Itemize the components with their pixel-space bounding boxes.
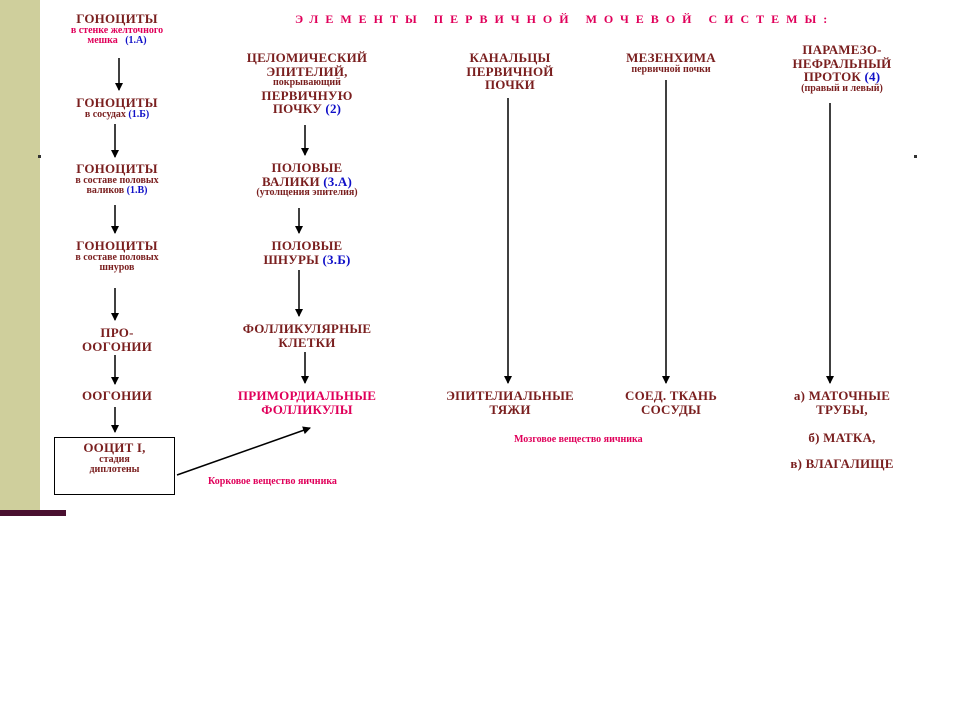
node-ref: (2) <box>325 101 342 117</box>
node-subtitle: в составе половых <box>75 174 159 186</box>
col5-derivative-vagina: в) ВЛАГАЛИЩЕ <box>790 456 894 471</box>
oocyte-label: ООЦИТ I, стадия диплотены <box>83 440 146 476</box>
node-ref: (1.Б) <box>128 108 150 120</box>
col4-connective-tissue: СОЕД. ТКАНЬ СОСУДЫ <box>624 388 717 417</box>
col3-epithelial-cords: ЭПИТЕЛИАЛЬНЫЕ ТЯЖИ <box>446 388 574 417</box>
col1-gonocytes-cords: ГОНОЦИТЫ в составе половых шнуров <box>42 239 192 274</box>
col2-follicular-cells: ФОЛЛИКУЛЯРНЫЕ КЛЕТКИ <box>242 321 372 350</box>
col5-derivative-uterus: б) МАТКА, <box>808 430 876 445</box>
node-subtitle: шнуров <box>99 262 135 274</box>
node-title: ГОНОЦИТЫ <box>76 238 158 253</box>
slide-dot-left <box>38 155 41 158</box>
medulla-region-label: Мозговое вещество яичника <box>514 434 643 445</box>
oocyte-box <box>54 437 175 495</box>
arrow-oocyte-to-follicles <box>176 426 311 476</box>
node-ref: (1.В) <box>126 185 148 197</box>
diagram-panel <box>41 10 912 496</box>
node-title: ГОНОЦИТЫ <box>76 11 158 26</box>
node-ref: (4) <box>864 69 881 85</box>
slide-sidebar <box>0 0 40 512</box>
col2-genital-ridges: ПОЛОВЫЕ ВАЛИКИ (3.А) (утолщения эпителия… <box>256 160 358 199</box>
node-title: ГОНОЦИТЫ <box>76 95 158 110</box>
diagram-header: ЭЛЕМЕНТЫ ПЕРВИЧНОЙ МОЧЕВОЙ СИСТЕМЫ: <box>295 12 835 26</box>
node-subtitle: в стенке желточного <box>70 24 164 36</box>
node-subtitle: в сосудах <box>84 108 126 120</box>
col2-sex-cords: ПОЛОВЫЕ ШНУРЫ (3.Б) <box>263 238 351 267</box>
col2-coelomic-epithelium: ЦЕЛОМИЧЕСКИЙ ЭПИТЕЛИЙ, покрывающий ПЕРВИ… <box>246 50 368 117</box>
col1-oogonia: ООГОНИИ <box>81 388 153 403</box>
col1-gonocytes-vessels: ГОНОЦИТЫ в сосудах (1.Б) <box>42 96 192 120</box>
node-ref: (1.А) <box>125 35 147 47</box>
node-title: ГОНОЦИТЫ <box>76 161 158 176</box>
col5-paramesonephric-duct: ПАРАМЕЗО- НЕФРАЛЬНЫЙ ПРОТОК (4) (правый … <box>792 42 892 94</box>
node-ref: (3.А) <box>323 173 353 189</box>
col1-gonocytes-ridges: ГОНОЦИТЫ в составе половых валиков (1.В) <box>42 162 192 197</box>
slide-dot-right <box>914 155 917 158</box>
col3-renal-tubules: КАНАЛЬЦЫ ПЕРВИЧНОЙ ПОЧКИ <box>466 50 554 93</box>
cortex-region-label: Корковое вещество яичника <box>208 476 337 487</box>
col5-derivative-uterine-tubes: а) МАТОЧНЫЕ ТРУБЫ, <box>793 388 891 417</box>
node-subtitle: валиков <box>86 185 125 197</box>
col1-prooogonia: ПРО- ООГОНИИ <box>81 325 153 354</box>
sidebar-accent-bar <box>0 510 66 516</box>
node-subtitle: мешка <box>87 35 118 47</box>
col4-mesenchyme: МЕЗЕНХИМА первичной почки <box>626 50 716 75</box>
node-subtitle: в составе половых <box>75 251 159 263</box>
col2-primordial-follicles: ПРИМОРДИАЛЬНЫЕ ФОЛЛИКУЛЫ <box>237 388 377 417</box>
col1-gonocytes-yolk: ГОНОЦИТЫ в стенке желточного мешка (1.А) <box>42 12 192 47</box>
node-ref: (3.Б) <box>322 251 351 267</box>
